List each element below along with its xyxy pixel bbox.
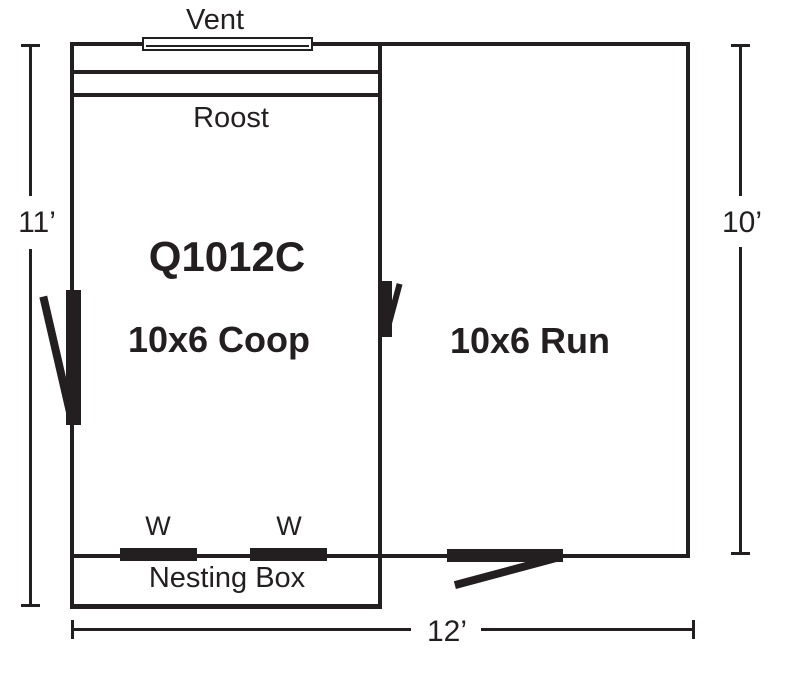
model-number-label: Q1012C xyxy=(148,233,306,280)
coop-left-door xyxy=(66,290,81,425)
run-size-label: 10x6 Run xyxy=(449,320,611,361)
vent-shape xyxy=(142,37,313,51)
window-right-label: W xyxy=(276,511,302,541)
dim-bottom-cap-right xyxy=(692,620,695,639)
run-right-wall xyxy=(686,42,690,558)
window-wall-and-run-bottom-wall xyxy=(70,554,690,558)
dim-right-value: 10’ xyxy=(721,206,763,239)
vent-inner-line xyxy=(146,45,309,47)
vent-label: Vent xyxy=(185,4,245,36)
coop-size-label: 10x6 Coop xyxy=(127,319,311,360)
dim-left-value: 11’ xyxy=(18,206,56,239)
dim-right-line-lower xyxy=(739,247,742,555)
dim-bottom-value: 12’ xyxy=(426,615,468,648)
dim-bottom-line-left xyxy=(71,628,411,631)
dim-right-line-upper xyxy=(739,44,742,196)
nesting-box-label: Nesting Box xyxy=(148,562,306,594)
window-left xyxy=(120,548,197,561)
dim-bottom-line-right xyxy=(481,628,695,631)
dim-left-line-lower xyxy=(29,249,32,607)
coop-bottom-wall xyxy=(70,604,382,609)
roost-label: Roost xyxy=(193,102,269,134)
dim-right-cap-bottom xyxy=(731,552,750,555)
dim-left-line-upper xyxy=(29,44,32,196)
roost-line-upper xyxy=(70,70,382,74)
dim-left-cap-bottom xyxy=(21,604,40,607)
window-right xyxy=(250,548,327,561)
roost-line-lower xyxy=(70,93,382,97)
window-left-label: W xyxy=(145,511,171,541)
